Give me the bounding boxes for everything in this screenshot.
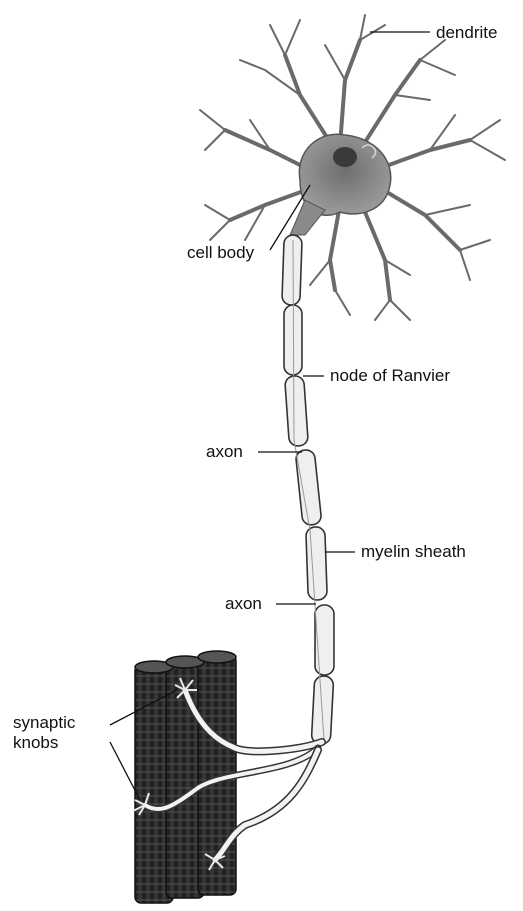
label-axon-upper: axon: [206, 442, 243, 462]
nucleus: [333, 147, 357, 167]
label-node-of-ranvier: node of Ranvier: [330, 366, 450, 386]
label-myelin-sheath: myelin sheath: [361, 542, 466, 562]
label-dendrite: dendrite: [436, 23, 497, 43]
label-synaptic: synaptic: [13, 713, 75, 733]
label-axon-lower: axon: [225, 594, 262, 614]
label-cell-body: cell body: [187, 243, 254, 263]
label-knobs: knobs: [13, 733, 58, 753]
axon-sheath: [282, 235, 334, 745]
cell-body-shape: [290, 134, 391, 235]
